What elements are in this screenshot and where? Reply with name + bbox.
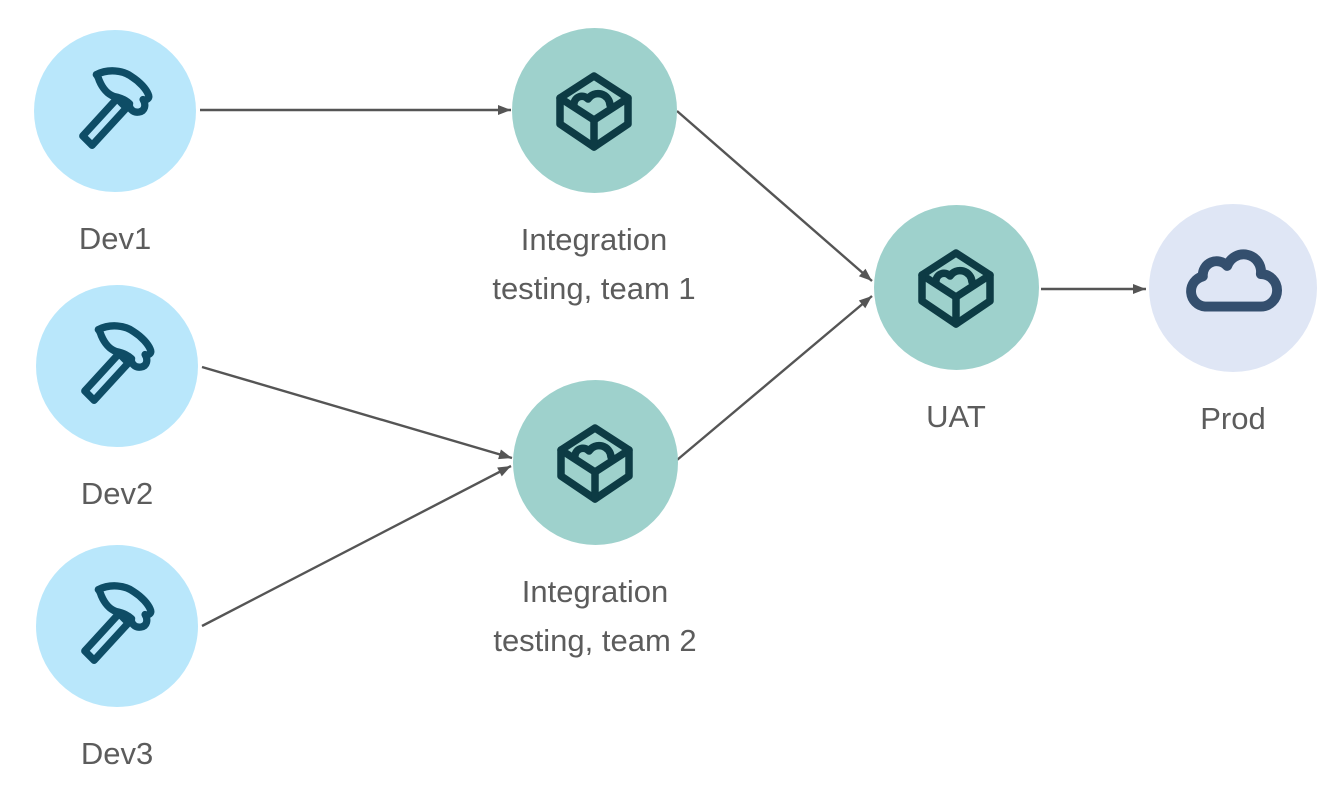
node-integration1-circle [511, 28, 677, 193]
cloud-icon [1186, 249, 1282, 312]
hammer-icon [81, 582, 155, 664]
node-integration2-label: Integration testing, team 2 [493, 574, 697, 658]
node-uat: UAT [816, 205, 1096, 441]
node-dev2-circle [36, 285, 198, 447]
edge-dev3-integration2 [201, 464, 512, 628]
node-uat-label: UAT [926, 399, 986, 434]
node-integration2: Integration testing, team 2 [455, 380, 735, 665]
node-dev1-circle [34, 30, 196, 192]
edge-dev2-integration2 [201, 365, 513, 460]
edge-integration2-uat [676, 295, 873, 461]
package-box-icon [557, 423, 633, 503]
hammer-icon [79, 67, 153, 149]
hammer-icon [81, 322, 155, 404]
node-prod-label: Prod [1200, 401, 1266, 436]
node-prod-circle [1149, 204, 1317, 372]
node-dev3-label: Dev3 [80, 736, 154, 771]
node-dev3: Dev3 [0, 545, 257, 778]
node-integration1-label: Integration testing, team 1 [492, 222, 696, 306]
node-dev2-label: Dev2 [80, 476, 154, 511]
node-dev3-circle [36, 545, 198, 707]
node-dev1-label: Dev1 [78, 221, 152, 256]
package-box-icon [918, 248, 994, 328]
node-integration1: Integration testing, team 1 [454, 28, 734, 313]
edge-integration1-uat [676, 110, 873, 282]
node-integration2-circle [512, 380, 678, 545]
node-dev1: Dev1 [0, 30, 255, 263]
package-box-icon [556, 71, 632, 151]
node-prod: Prod [1093, 204, 1343, 443]
node-uat-circle [873, 205, 1039, 370]
node-dev2: Dev2 [0, 285, 257, 518]
